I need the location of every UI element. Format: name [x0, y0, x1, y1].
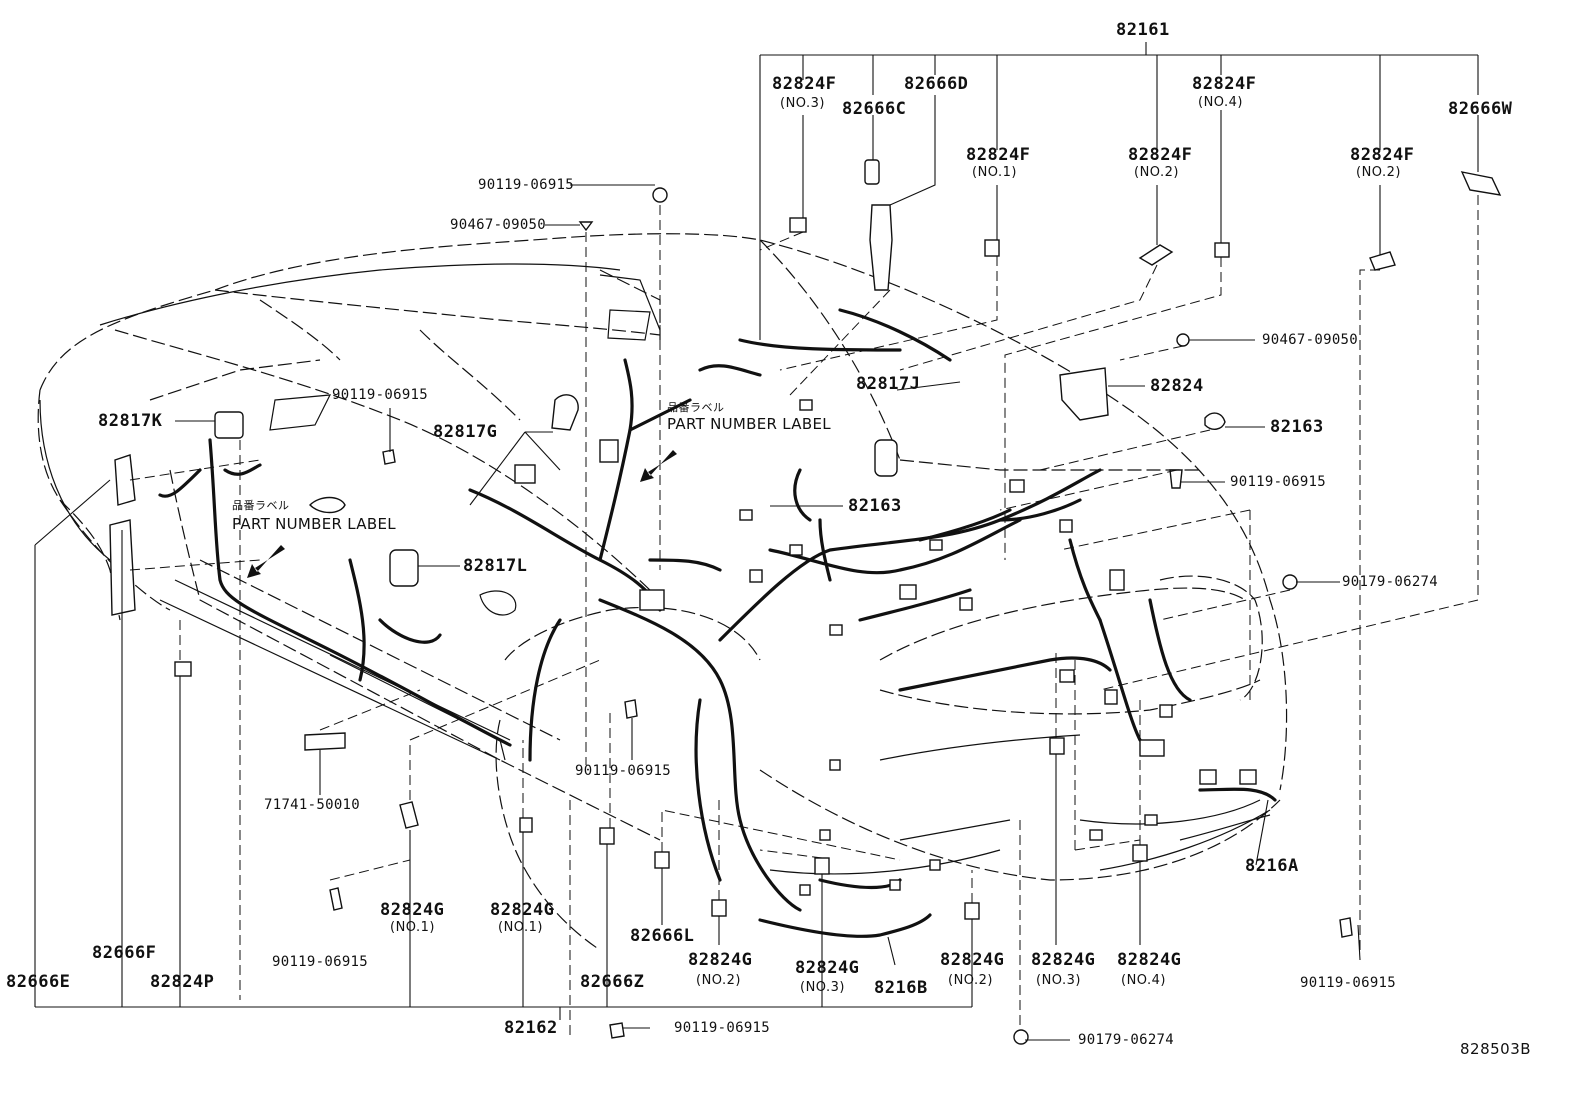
label-82824g-no1-b: 82824G — [490, 900, 555, 920]
label-82824g-no4: 82824G — [1117, 950, 1182, 970]
label-82824f-no3: 82824F — [772, 74, 837, 94]
label-90179-06274-b: 90179-06274 — [1078, 1032, 1175, 1048]
note-part-number-label-en-left: PART NUMBER LABEL — [232, 515, 396, 533]
label-8216b: 8216B — [874, 978, 928, 998]
label-82824g-no1-a: 82824G — [380, 900, 445, 920]
label-71741-50010: 71741-50010 — [264, 797, 361, 813]
label-82163-a: 82163 — [1270, 417, 1324, 437]
note-part-number-label-en-right: PART NUMBER LABEL — [667, 415, 831, 433]
label-90119-06915-f: 90119-06915 — [1300, 975, 1397, 991]
label-no2-qualifier-d: (NO.2) — [948, 973, 993, 988]
label-82817j: 82817J — [856, 374, 921, 394]
vehicle-body-outline — [37, 233, 1288, 951]
label-82817l: 82817L — [463, 556, 528, 576]
label-82824f-no1: 82824F — [966, 145, 1031, 165]
label-90119-06915-g: 90119-06915 — [674, 1020, 771, 1036]
label-82817g: 82817G — [433, 422, 498, 442]
diagram-code: 828503B — [1460, 1040, 1532, 1058]
label-no2-qualifier-b: (NO.2) — [1356, 165, 1401, 180]
label-82163-b: 82163 — [848, 496, 902, 516]
label-82824g-no2-a: 82824G — [688, 950, 753, 970]
label-no3-qualifier: (NO.3) — [780, 96, 825, 111]
reference-lines — [129, 195, 1479, 1040]
label-82824g-no2-b: 82824G — [940, 950, 1005, 970]
label-82666c: 82666C — [842, 99, 907, 119]
label-82824g-no3-a: 82824G — [795, 958, 860, 978]
label-82162: 82162 — [504, 1018, 558, 1038]
label-no3-qualifier-b: (NO.3) — [800, 980, 845, 995]
label-82666f: 82666F — [92, 943, 157, 963]
label-82824f-no2-b: 82824F — [1350, 145, 1415, 165]
label-82666e: 82666E — [6, 972, 71, 992]
label-no3-qualifier-c: (NO.3) — [1036, 973, 1081, 988]
label-82666l: 82666L — [630, 926, 695, 946]
label-90179-06274-a: 90179-06274 — [1342, 574, 1439, 590]
label-90467-09050-b: 90467-09050 — [1262, 332, 1359, 348]
label-82666w: 82666W — [1448, 99, 1513, 119]
label-82824p: 82824P — [150, 972, 215, 992]
label-no1-qualifier: (NO.1) — [972, 165, 1017, 180]
label-82824: 82824 — [1150, 376, 1204, 396]
label-90119-06915-a: 90119-06915 — [478, 177, 575, 193]
connectors-and-clips — [109, 159, 1502, 1045]
part-number-label-arrows — [247, 450, 677, 578]
label-82824f-no2-a: 82824F — [1128, 145, 1193, 165]
label-82824f-no4: 82824F — [1192, 74, 1257, 94]
label-no4-qualifier-b: (NO.4) — [1121, 973, 1166, 988]
label-82666d: 82666D — [904, 74, 969, 94]
note-part-number-label-jp-left: 品番ラベル — [232, 499, 290, 512]
leader-lines — [34, 42, 1479, 1041]
label-90467-09050-a: 90467-09050 — [450, 217, 547, 233]
label-82817k: 82817K — [98, 411, 163, 431]
label-82824g-no3-b: 82824G — [1031, 950, 1096, 970]
label-90119-06915-c: 90119-06915 — [332, 387, 429, 403]
note-part-number-label-jp-right: 品番ラベル — [667, 401, 725, 414]
label-82161: 82161 — [1116, 20, 1170, 40]
label-no2-qualifier-a: (NO.2) — [1134, 165, 1179, 180]
label-90119-06915-e: 90119-06915 — [272, 954, 369, 970]
label-no1-qualifier-c: (NO.1) — [498, 920, 543, 935]
label-90119-06915-d: 90119-06915 — [575, 763, 672, 779]
label-no2-qualifier-c: (NO.2) — [696, 973, 741, 988]
vehicle-body-detail — [39, 263, 1271, 875]
label-no1-qualifier-b: (NO.1) — [390, 920, 435, 935]
label-82666z: 82666Z — [580, 972, 645, 992]
label-8216a: 8216A — [1245, 856, 1299, 876]
label-no4-qualifier: (NO.4) — [1198, 95, 1243, 110]
label-90119-06915-b: 90119-06915 — [1230, 474, 1327, 490]
